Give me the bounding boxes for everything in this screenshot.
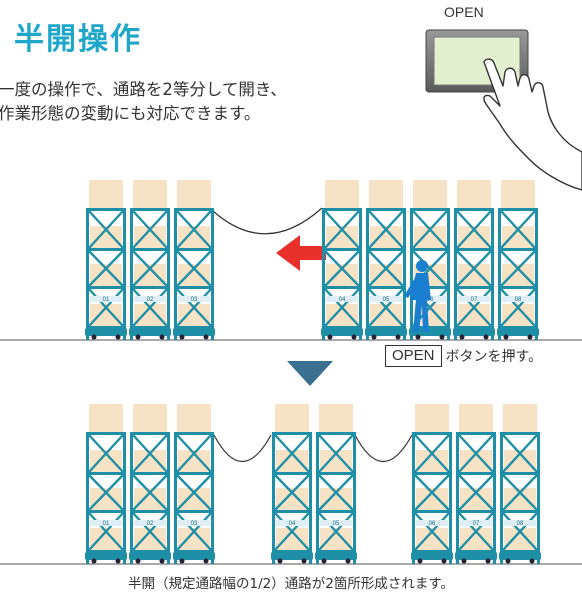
rack-number-label: 03: [191, 521, 198, 527]
rack-unit-top-7: 07: [453, 180, 495, 340]
rack-unit-bottom-6: 06: [411, 404, 453, 564]
rack-number-label: 07: [471, 297, 478, 303]
person-icon: [404, 260, 431, 332]
rack-number-label: 01: [103, 521, 110, 527]
panel-open-label: OPEN: [444, 4, 484, 20]
rack-unit-top-4: 04: [321, 180, 363, 340]
rack-unit-top-1: 01: [85, 180, 127, 340]
rack-unit-bottom-3: 03: [173, 404, 215, 564]
instruction-line: OPEN ボタンを押す。: [385, 345, 542, 367]
pointing-hand-icon: [483, 58, 582, 191]
rack-unit-bottom-1: 01: [85, 404, 127, 564]
rack-unit-bottom-2: 02: [129, 404, 171, 564]
rack-unit-top-3: 03: [173, 180, 215, 340]
rack-number-label: 02: [147, 521, 154, 527]
rack-unit-top-8: 08: [497, 180, 539, 340]
rack-number-label: 08: [515, 297, 522, 303]
rack-number-label: 07: [473, 521, 480, 527]
page-title: 半開操作: [14, 22, 142, 57]
rack-unit-bottom-5: 05: [315, 404, 357, 564]
rack-number-label: 04: [339, 297, 346, 303]
cable-top: [212, 207, 323, 235]
open-button-label: OPEN: [385, 345, 442, 367]
cable-bottom-left: [213, 434, 272, 463]
move-left-arrow-icon: [276, 235, 326, 271]
rack-number-label: 05: [333, 521, 340, 527]
down-arrow-icon: [287, 361, 333, 386]
rack-number-label: 06: [429, 521, 436, 527]
rack-number-label: 02: [147, 297, 154, 303]
cable-bottom-right: [354, 434, 413, 463]
rack-number-label: 04: [289, 521, 296, 527]
rack-unit-bottom-4: 04: [271, 404, 313, 564]
rack-number-label: 01: [103, 297, 110, 303]
rack-unit-top-5: 05: [365, 180, 407, 340]
caption-text: 半開（規定通路幅の1/2）通路が2箇所形成されます。: [128, 576, 454, 592]
racks-bottom-group: 01 02 03 04 05 06 07 08: [85, 404, 541, 564]
rack-number-label: 03: [191, 297, 198, 303]
instruction-text: ボタンを押す。: [445, 349, 543, 365]
rack-unit-bottom-8: 08: [499, 404, 541, 564]
rack-number-label: 05: [383, 297, 390, 303]
rack-number-label: 08: [517, 521, 524, 527]
rack-unit-bottom-7: 07: [455, 404, 497, 564]
description-text: 一度の操作で、通路を2等分して開き、 作業形態の変動にも対応できます。: [0, 80, 287, 123]
rack-unit-top-2: 02: [129, 180, 171, 340]
